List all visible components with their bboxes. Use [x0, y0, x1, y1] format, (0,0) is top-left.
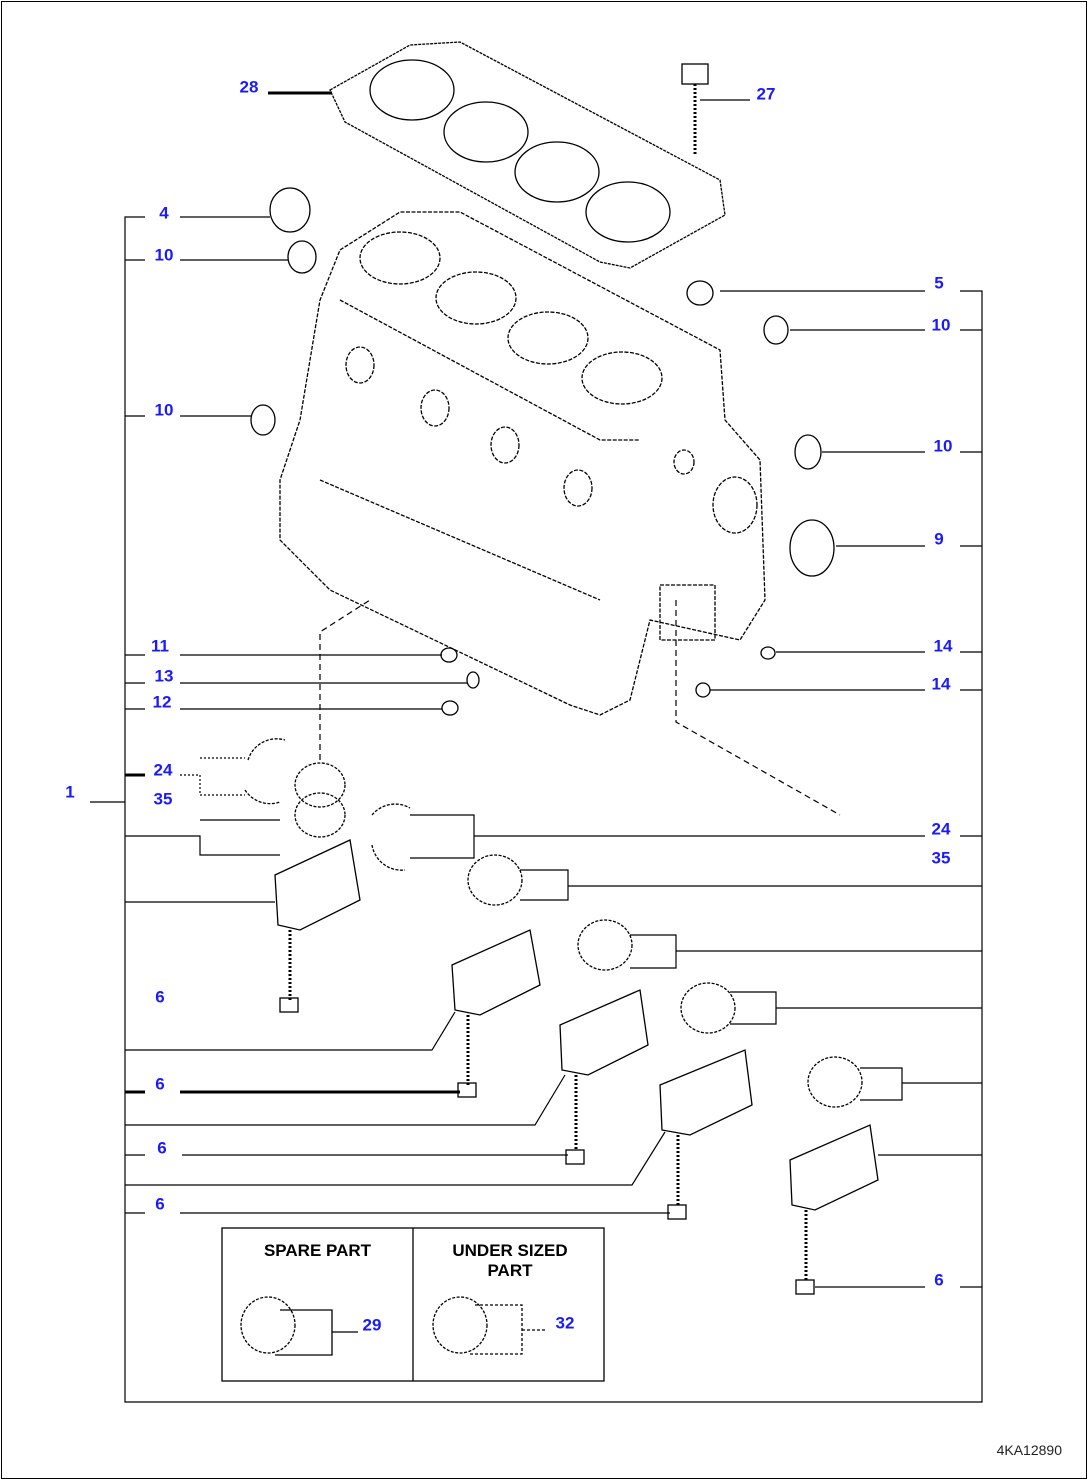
- main-bearing-caps: [274, 839, 879, 1295]
- callout-10[interactable]: 10: [931, 315, 951, 335]
- callout-6[interactable]: 6: [155, 987, 165, 1007]
- callout-32[interactable]: 32: [555, 1313, 575, 1333]
- callout-10[interactable]: 10: [154, 400, 174, 420]
- plugs-and-seals: [250, 187, 835, 716]
- callout-9[interactable]: 9: [934, 529, 944, 549]
- callout-35[interactable]: 35: [931, 848, 951, 868]
- inset-box: [221, 1227, 605, 1382]
- head-gasket: [329, 41, 726, 269]
- cylinder-block: [279, 211, 766, 716]
- bearings: [240, 738, 863, 1354]
- callout-35[interactable]: 35: [153, 789, 173, 809]
- callout-28[interactable]: 28: [239, 77, 259, 97]
- callout-24[interactable]: 24: [153, 760, 173, 780]
- callout-27[interactable]: 27: [756, 84, 776, 104]
- head-bolt: [681, 63, 709, 155]
- callout-5[interactable]: 5: [934, 273, 944, 293]
- callout-10[interactable]: 10: [154, 245, 174, 265]
- callout-6[interactable]: 6: [155, 1074, 165, 1094]
- under-sized-part-title: UNDER SIZED PART: [452, 1241, 568, 1280]
- callout-11[interactable]: 11: [151, 636, 169, 656]
- drawing-code: 4KA12890: [996, 1442, 1062, 1458]
- spare-part-title: SPARE PART: [263, 1241, 372, 1260]
- callout-14[interactable]: 14: [931, 674, 951, 694]
- callout-29[interactable]: 29: [362, 1315, 382, 1335]
- callout-1[interactable]: 1: [65, 782, 75, 802]
- leader-lines: [90, 91, 983, 1403]
- callout-14[interactable]: 14: [933, 636, 953, 656]
- callout-10[interactable]: 10: [933, 436, 953, 456]
- callout-6[interactable]: 6: [157, 1138, 167, 1158]
- callout-6[interactable]: 6: [155, 1194, 165, 1214]
- callout-4[interactable]: 4: [159, 203, 169, 223]
- callout-12[interactable]: 12: [152, 692, 172, 712]
- callout-13[interactable]: 13: [154, 666, 174, 686]
- callout-6[interactable]: 6: [934, 1270, 944, 1290]
- callout-24[interactable]: 24: [931, 819, 951, 839]
